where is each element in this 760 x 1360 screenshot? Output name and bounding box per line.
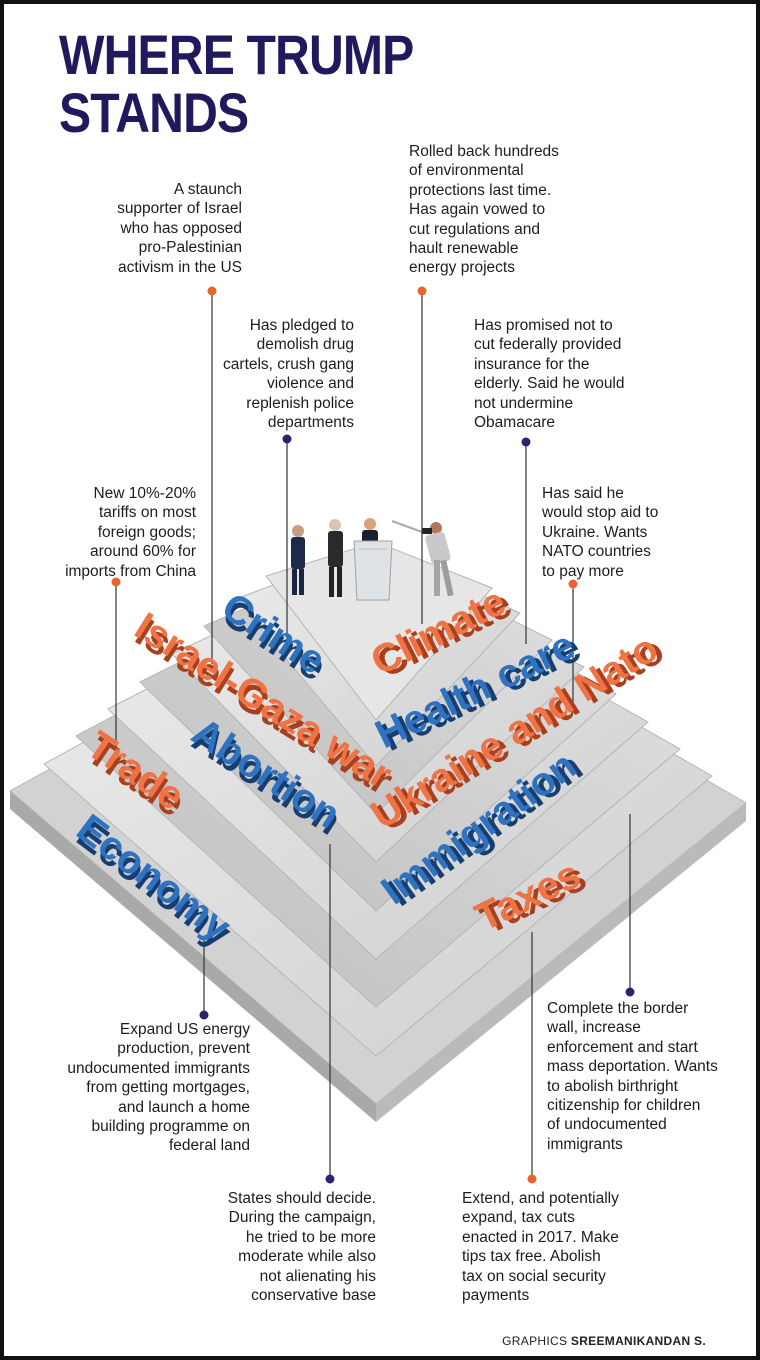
note-taxes: Extend, and potentially expand, tax cuts…: [462, 1190, 619, 1305]
dot-abortion: [325, 1174, 335, 1184]
note-crime: Has pledged to demolish drug cartels, cr…: [223, 317, 354, 432]
dot-taxes: [527, 1174, 537, 1184]
step-1-right-face: [376, 803, 746, 1122]
credit-name: SREEMANIKANDAN S.: [570, 1334, 706, 1348]
graphics-credit: GRAPHICS SREEMANIKANDAN S.: [502, 1334, 706, 1348]
photographer: [391, 520, 454, 597]
dot-trade: [111, 577, 121, 587]
dot-crime: [282, 434, 292, 444]
dot-israel-gaza: [207, 286, 217, 296]
leader-dots: [111, 286, 635, 1184]
dot-economy: [199, 1010, 209, 1020]
title-line-1: WHERE TRUMP: [59, 23, 414, 86]
dot-climate: [417, 286, 427, 296]
pyramid-steps: [9, 541, 747, 1122]
title-line-2: STANDS: [59, 81, 249, 144]
figure-1: [291, 525, 305, 595]
note-ukraine-nato: Has said he would stop aid to Ukraine. W…: [542, 485, 659, 580]
note-immigration: Complete the border wall, increase enfor…: [547, 1000, 718, 1153]
dot-health-care: [521, 437, 531, 447]
page-title: WHERE TRUMP STANDS: [59, 26, 506, 142]
note-trade: New 10%-20% tariffs on most foreign good…: [65, 485, 196, 580]
credit-prefix: GRAPHICS: [502, 1334, 568, 1348]
dot-immigration: [625, 987, 635, 997]
note-abortion: States should decide. During the campaig…: [227, 1190, 376, 1305]
note-economy: Expand US energy production, prevent und…: [67, 1021, 250, 1155]
note-climate: Rolled back hundreds of environmental pr…: [409, 143, 559, 277]
note-health-care: Has promised not to cut federally provid…: [474, 317, 625, 432]
figures-on-top: [291, 518, 454, 601]
podium: [353, 540, 393, 601]
pyramid-diagram: Crime Crime Climate Climate Israel-Gaza …: [9, 286, 747, 1184]
dot-ukraine-nato: [568, 579, 578, 589]
note-israel-gaza: A staunch supporter of Israel who has op…: [117, 181, 242, 276]
leader-lines: [115, 291, 631, 1179]
figure-2: [328, 519, 343, 597]
step-1-left-face: [10, 791, 376, 1122]
